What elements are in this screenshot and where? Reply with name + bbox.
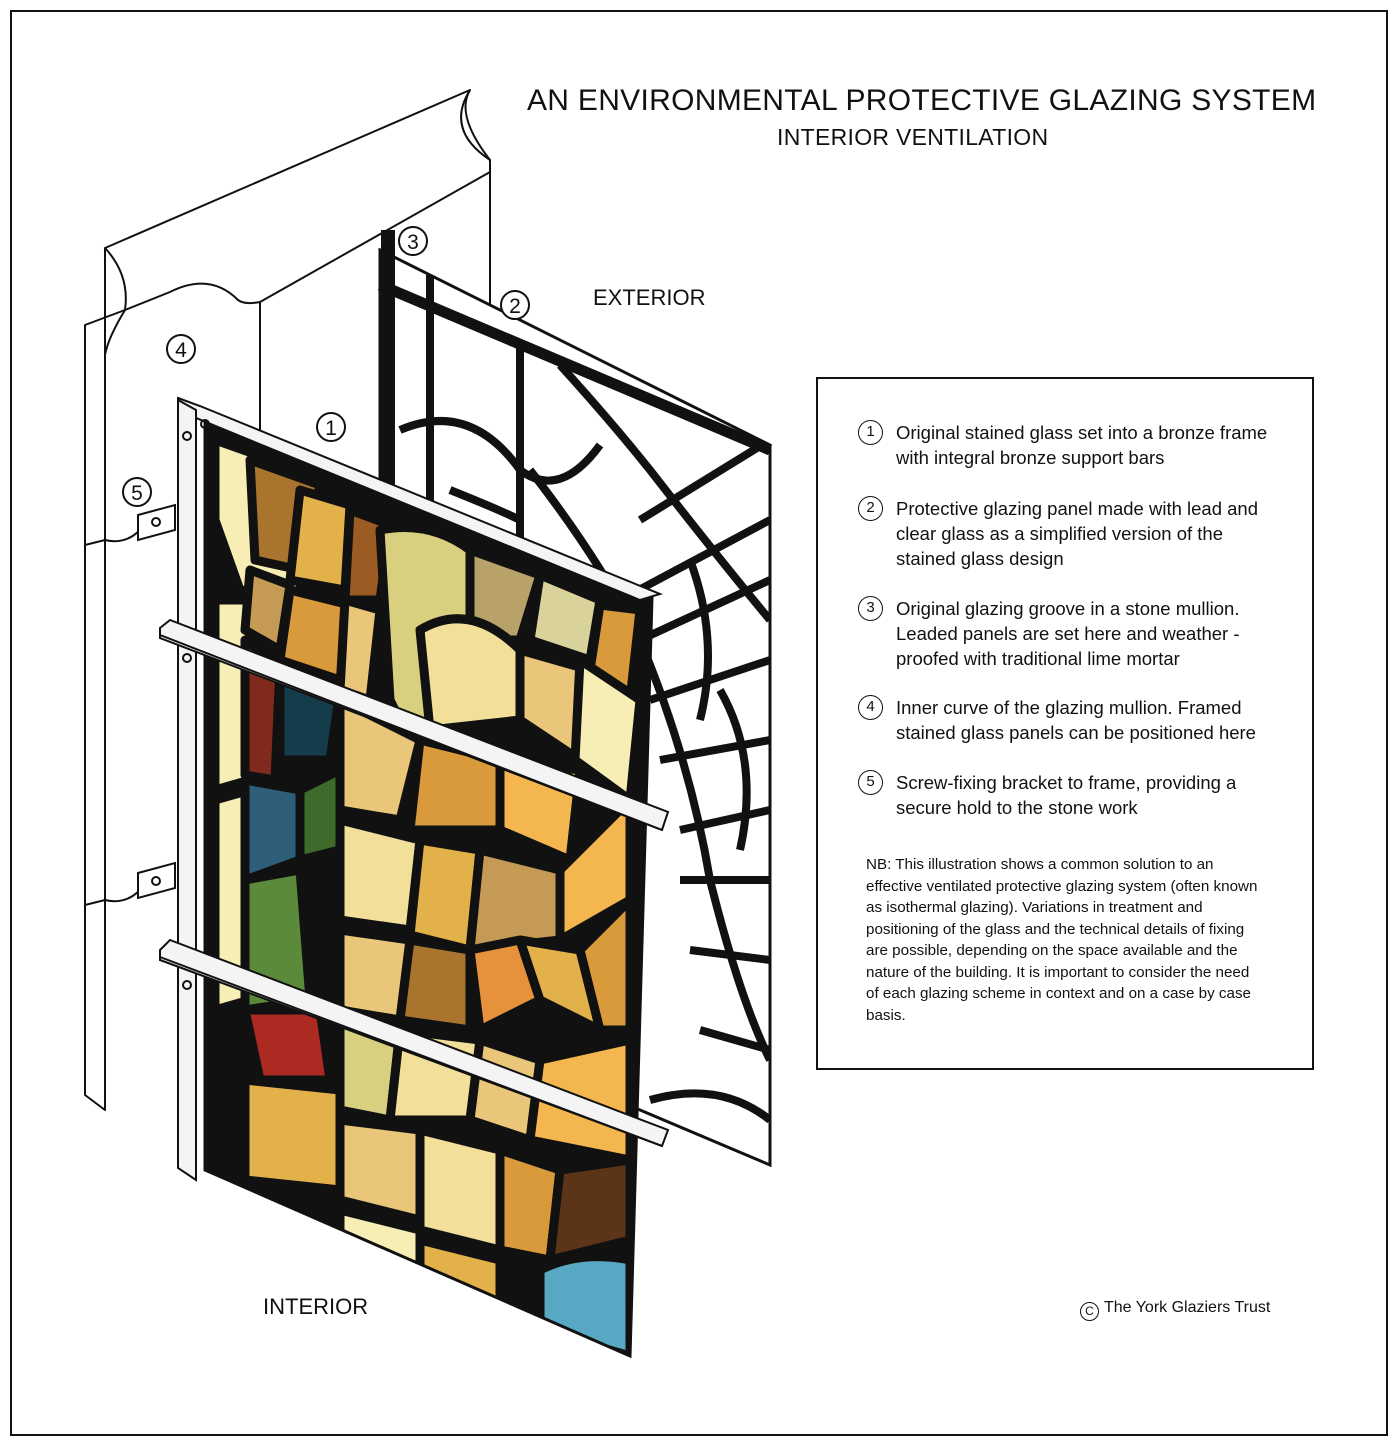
exterior-label: EXTERIOR — [593, 285, 706, 310]
callout-4: 4 — [166, 334, 196, 364]
outer-border — [10, 10, 1388, 1436]
callout-5: 5 — [122, 477, 152, 507]
copyright-notice: C The York Glaziers Trust — [1080, 1299, 1270, 1321]
copyright-icon: C — [1080, 1302, 1099, 1321]
interior-label: INTERIOR — [263, 1294, 369, 1319]
legend-box: 1 Original stained glass set into a bron… — [816, 377, 1314, 1070]
diagram-title: AN ENVIRONMENTAL PROTECTIVE GLAZING SYST… — [527, 84, 1317, 117]
callout-3: 3 — [398, 226, 428, 256]
copyright-text: The York Glaziers Trust — [1104, 1299, 1271, 1316]
callout-1: 1 — [316, 412, 346, 442]
screw-brackets — [137, 419, 210, 990]
legend-note: NB: This illustration shows a common sol… — [866, 856, 1258, 1024]
stained-glass-panel — [203, 417, 654, 1359]
stone-mullion — [84, 89, 491, 1140]
callout-2: 2 — [500, 290, 530, 320]
diagram-subtitle: INTERIOR VENTILATION — [777, 124, 1049, 150]
